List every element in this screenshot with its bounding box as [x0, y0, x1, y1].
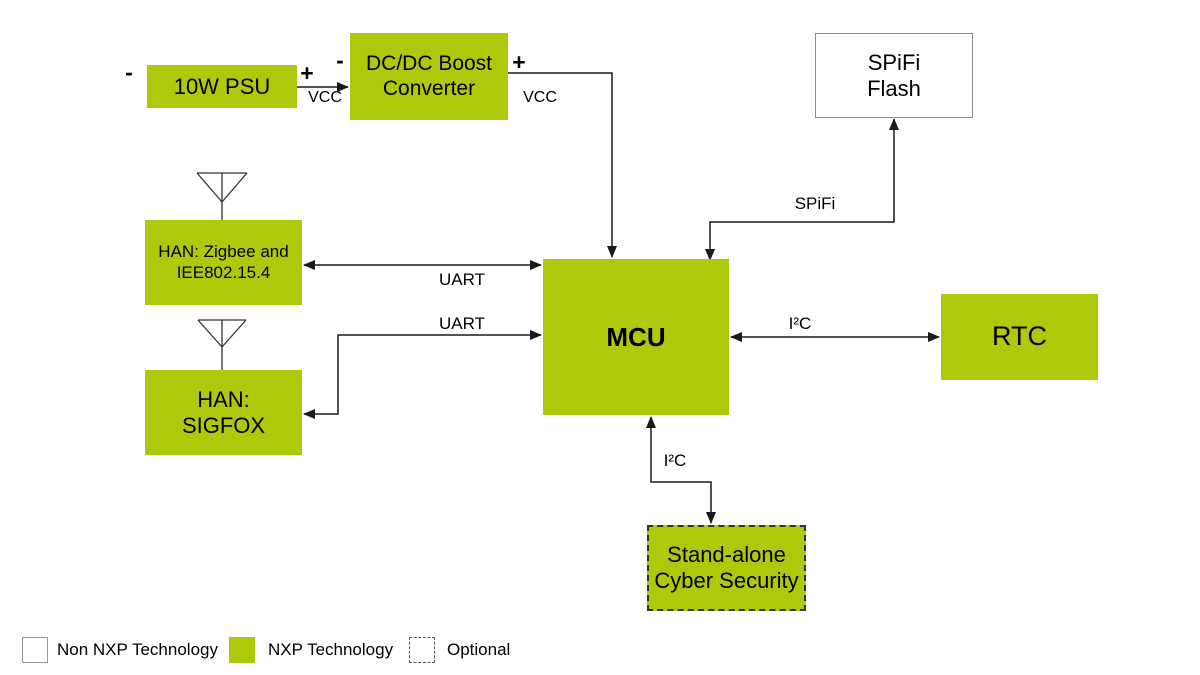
psu-minus-sign: - — [125, 59, 133, 85]
rtc-label: RTC — [991, 321, 1047, 352]
legend-optional-label: Optional — [447, 640, 511, 659]
dcdc-plus-sign: + — [512, 49, 526, 75]
rtc-block: RTC — [941, 294, 1098, 380]
sigfox-uart-connector — [303, 330, 542, 419]
legend-nxp-label: NXP Technology — [268, 640, 394, 659]
cyber-security-label: Stand-alone Cyber Security — [654, 542, 799, 593]
mcu-to-flash-spifi-connector — [705, 118, 899, 261]
spifi-label: SPiFi — [794, 194, 836, 213]
spifi-flash-block: SPiFi Flash — [815, 33, 973, 118]
han-zigbee-label: HAN: Zigbee and IEE802.15.4 — [158, 242, 289, 282]
i2c-label: I²C — [788, 314, 812, 333]
cyber-security-block: Stand-alone Cyber Security — [647, 525, 806, 611]
dcdc-boost-converter-block: DC/DC Boost Converter — [350, 33, 508, 120]
uart-label: UART — [439, 270, 485, 289]
spifi-flash-label: SPiFi Flash — [867, 49, 921, 101]
uart-label: UART — [439, 314, 485, 333]
vcc-label: VCC — [523, 89, 557, 106]
cyber-i2c-connector — [646, 416, 716, 524]
legend-nxp-swatch — [229, 637, 255, 663]
psu-block: 10W PSU — [147, 65, 297, 108]
antenna-icon — [196, 172, 248, 220]
dcdc-label: DC/DC Boost Converter — [365, 51, 493, 100]
han-sigfox-block: HAN: SIGFOX — [145, 370, 302, 455]
han-sigfox-label: HAN: SIGFOX — [181, 386, 266, 438]
dcdc-to-mcu-arrow — [508, 72, 617, 258]
mcu-block: MCU — [543, 259, 729, 415]
mcu-label: MCU — [606, 321, 666, 352]
vcc-label: VCC — [308, 89, 342, 106]
legend-non-nxp-swatch — [22, 637, 48, 663]
dcdc-minus-sign: - — [336, 47, 344, 73]
legend-non-nxp-label: Non NXP Technology — [57, 640, 218, 659]
i2c-label: I²C — [663, 451, 687, 470]
psu-label: 10W PSU — [173, 73, 271, 99]
psu-plus-sign: + — [300, 60, 314, 86]
antenna-icon — [197, 319, 247, 370]
han-zigbee-block: HAN: Zigbee and IEE802.15.4 — [145, 220, 302, 305]
legend-optional-swatch — [409, 637, 435, 663]
